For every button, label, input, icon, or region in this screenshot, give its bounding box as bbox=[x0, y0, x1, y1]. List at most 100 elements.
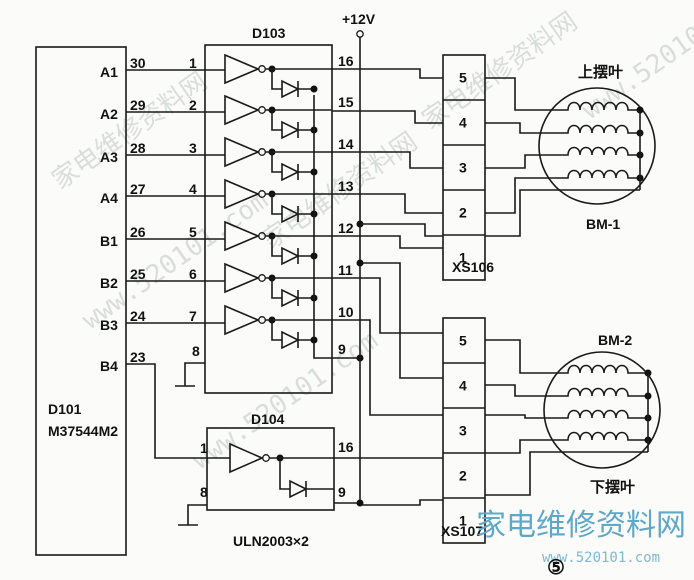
diode-lead bbox=[279, 458, 290, 490]
inverter-symbol bbox=[224, 304, 261, 336]
d103-in-pin: 2 bbox=[189, 97, 197, 113]
mcu-pin-number: 29 bbox=[130, 97, 146, 113]
xs107-pin-number: 4 bbox=[459, 378, 467, 394]
xs107-pin-number: 1 bbox=[459, 513, 467, 529]
motor-coil bbox=[560, 364, 648, 374]
mcu-pin-number: 23 bbox=[130, 349, 146, 365]
diode-lead bbox=[271, 69, 282, 90]
xs106-to-motor-wire bbox=[485, 177, 560, 214]
xs106-to-motor-wire bbox=[485, 154, 560, 169]
xs106-to-motor-wire bbox=[485, 122, 560, 134]
d103-label: D103 bbox=[252, 25, 286, 41]
d104-ground bbox=[178, 504, 207, 526]
d103-in-pin: 7 bbox=[189, 308, 197, 324]
watermark-text: 家电维修资料网 bbox=[417, 7, 583, 136]
footer-url: www.520101.com bbox=[542, 550, 660, 566]
d103-in-pin: 6 bbox=[189, 266, 197, 282]
xs106-pin-number: 5 bbox=[459, 70, 467, 86]
diode-lead bbox=[271, 320, 282, 341]
d103-out-pin: 10 bbox=[338, 304, 354, 320]
chip-note: ULN2003×2 bbox=[233, 533, 309, 549]
mcu-pin-number: 30 bbox=[130, 55, 146, 71]
diode-lead bbox=[271, 110, 282, 131]
footer-brand: 家电维修资料网 bbox=[476, 508, 686, 543]
xs107-to-motor-wire bbox=[485, 384, 560, 397]
diode-symbol bbox=[281, 162, 300, 182]
d101-label: D101 bbox=[48, 401, 82, 417]
mcu-pin-name: B1 bbox=[100, 233, 118, 249]
b4-to-d104-wire bbox=[126, 363, 207, 459]
inverter-symbol bbox=[224, 53, 261, 85]
diode-lead bbox=[271, 278, 282, 299]
supply-terminal bbox=[356, 30, 364, 38]
d103-out-pin: 16 bbox=[338, 53, 354, 69]
diode-symbol bbox=[281, 330, 300, 350]
d104-com-pin: 9 bbox=[338, 484, 346, 500]
diode-symbol bbox=[281, 246, 300, 266]
mcu-pin-name: B4 bbox=[100, 358, 118, 374]
xs106-label: XS106 bbox=[452, 259, 494, 275]
mcu-pin-number: 26 bbox=[130, 224, 146, 240]
figure-number: ⑤ bbox=[547, 557, 565, 579]
mcu-pin-name: B2 bbox=[100, 275, 118, 291]
xs106-pin-number: 4 bbox=[459, 115, 467, 131]
inverter-symbol bbox=[224, 262, 261, 294]
d103-to-xs106-wire bbox=[332, 193, 443, 214]
junction-dot bbox=[310, 85, 318, 93]
d103-out-pin: 13 bbox=[338, 178, 354, 194]
d103-to-xs107-wire bbox=[332, 277, 443, 334]
inverter-symbol bbox=[229, 442, 264, 474]
inverter-symbol bbox=[224, 220, 261, 252]
motor2-caption: 下摆叶 bbox=[590, 478, 635, 496]
motor-coil bbox=[560, 146, 640, 156]
xs107-to-motor-wire bbox=[485, 414, 560, 419]
xs106-to-motor-wire bbox=[485, 77, 560, 111]
watermark-text: 家电维修资料网 bbox=[47, 67, 213, 196]
diode-lead bbox=[271, 152, 282, 173]
mcu-pin-number: 24 bbox=[130, 308, 146, 324]
supply-to-xs107-wire bbox=[360, 262, 443, 379]
d103-in-pin: 4 bbox=[189, 181, 197, 197]
diode-symbol bbox=[281, 79, 300, 99]
d103-to-xs106-wire bbox=[332, 68, 443, 79]
d103-to-xs107-wire bbox=[332, 319, 443, 416]
mcu-pin-name: A1 bbox=[100, 64, 118, 80]
inverter-symbol bbox=[224, 178, 261, 210]
mcu-pin-number: 28 bbox=[130, 140, 146, 156]
supply-label: +12V bbox=[342, 11, 376, 27]
xs107-body bbox=[442, 317, 486, 544]
d103-to-xs106-wire bbox=[332, 151, 443, 169]
diode-symbol bbox=[281, 120, 300, 140]
diode-cathode bbox=[305, 481, 334, 497]
motor-coil bbox=[560, 124, 640, 134]
xs107-pin-number: 5 bbox=[459, 333, 467, 349]
d104-in-pin: 1 bbox=[200, 440, 208, 456]
d101-part-number: M37544M2 bbox=[48, 423, 118, 439]
xs107-pin-number: 2 bbox=[459, 468, 467, 484]
d103-in-pin: 5 bbox=[189, 224, 197, 240]
d103-in-pin: 3 bbox=[189, 140, 197, 156]
motor-coil bbox=[560, 431, 648, 441]
inverter-symbol bbox=[224, 136, 261, 168]
motor-coil bbox=[560, 409, 648, 419]
xs107-to-motor-wire bbox=[485, 439, 560, 454]
diode-lead bbox=[271, 236, 282, 257]
motor-coil bbox=[560, 101, 640, 111]
mcu-pin-name: B3 bbox=[100, 317, 118, 333]
xs107-label: XS107 bbox=[441, 523, 483, 539]
d104-label: D104 bbox=[251, 411, 285, 427]
watermark-text: www.520101.com bbox=[77, 185, 274, 335]
motor-coil bbox=[560, 387, 648, 397]
d103-gnd-pin: 8 bbox=[192, 343, 200, 359]
d103-ground bbox=[175, 362, 205, 387]
motor1-label: BM-1 bbox=[586, 216, 620, 232]
d103-to-xs106-wire bbox=[332, 110, 443, 124]
motor1-caption: 上摆叶 bbox=[578, 63, 623, 81]
wiring bbox=[126, 68, 648, 506]
